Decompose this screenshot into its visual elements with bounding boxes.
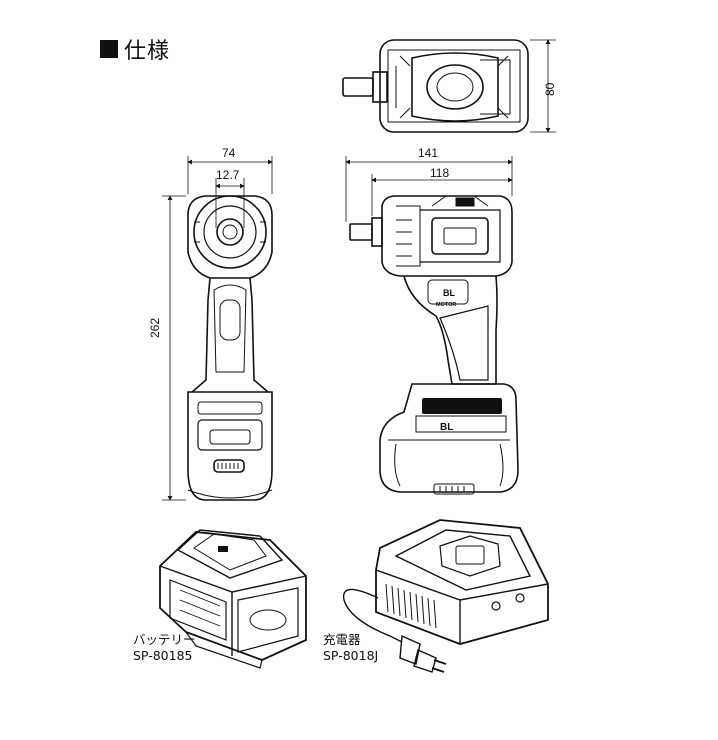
top-view	[342, 39, 529, 133]
motor-badge: BL MOTOR	[436, 288, 456, 308]
dim-74-line	[187, 156, 273, 194]
section-heading: 仕様	[100, 34, 170, 64]
charger-illustration	[342, 519, 549, 673]
charger-model: SP-8018J	[323, 648, 379, 663]
charger-caption: 充電器 SP-8018J	[323, 632, 378, 664]
section-title: 仕様	[124, 39, 171, 64]
dim-74-label: 74	[222, 146, 236, 160]
battery-caption: バッテリー SP-80185	[133, 632, 196, 664]
motor-badge-line2: MOTOR	[436, 302, 456, 308]
dim-12.7-line	[215, 178, 245, 228]
charger-name: 充電器	[323, 632, 361, 647]
side-view	[349, 195, 519, 495]
battery-badge: BL	[440, 422, 453, 433]
battery-model: SP-80185	[133, 648, 193, 663]
dim-118-label: 118	[430, 166, 450, 180]
dim-118-line	[371, 174, 513, 216]
battery-illustration	[159, 529, 307, 669]
dim-80-label: 80	[543, 82, 557, 96]
front-view	[187, 195, 273, 501]
dim-80-line	[530, 39, 556, 133]
dim-262-label: 262	[148, 317, 162, 338]
motor-badge-line1: BL	[443, 288, 455, 298]
dim-262-line	[162, 195, 186, 501]
dim-141-line	[345, 156, 513, 222]
heading-square-icon	[100, 40, 118, 58]
dim-141-label: 141	[418, 146, 439, 160]
dim-12.7-label: 12.7	[216, 168, 240, 182]
battery-name: バッテリー	[133, 632, 196, 647]
